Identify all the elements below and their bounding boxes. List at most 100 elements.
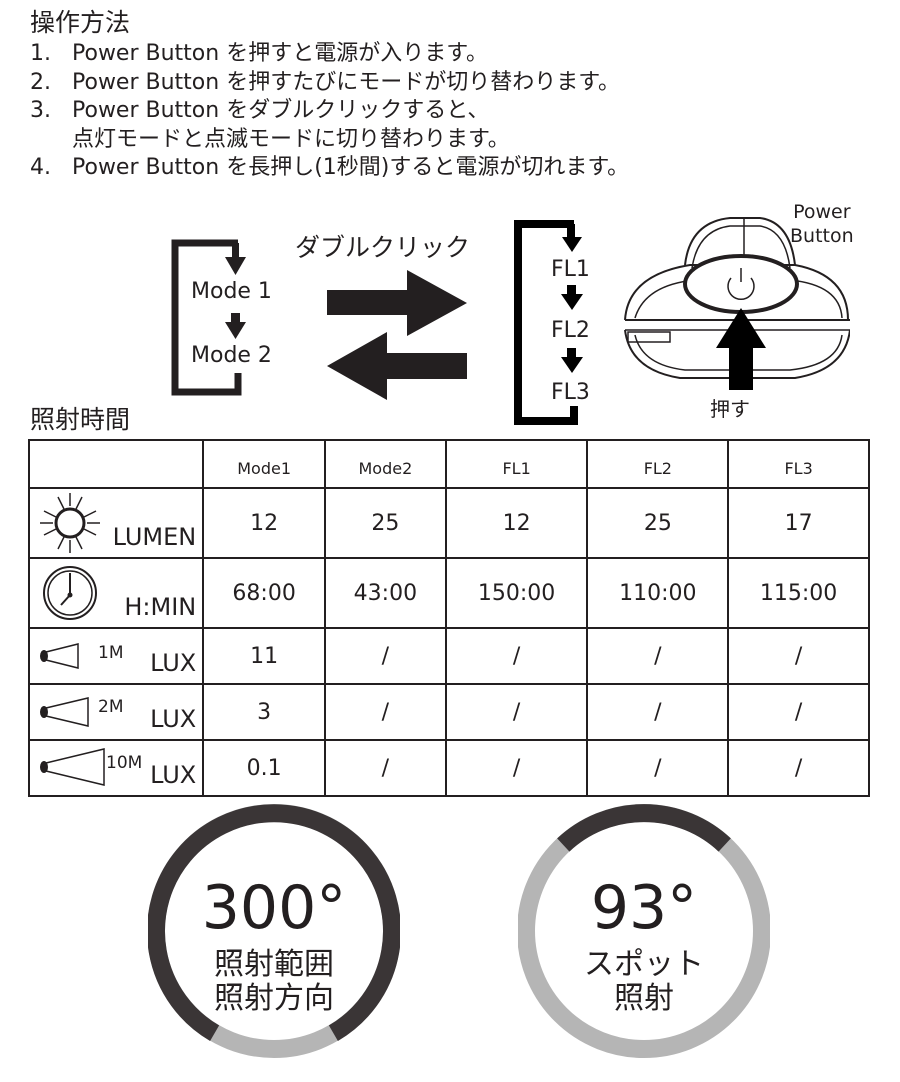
gauge-value: 93°	[590, 873, 698, 943]
header-cell: Mode2	[324, 439, 447, 489]
instructions-title: 操作方法	[30, 8, 131, 37]
beam-1m-icon	[40, 643, 79, 669]
mode-2-label: Mode 2	[191, 343, 272, 368]
row-label-cell: 1M LUX	[27, 627, 205, 685]
arrow-down-icon	[562, 237, 582, 252]
distance-label: 1M	[98, 643, 124, 663]
distance-label: 10M	[106, 753, 143, 773]
arc-93-icon	[518, 804, 770, 1058]
step-4: 4. Power Button を長押し(1秒間)すると電源が切れます。	[30, 154, 629, 183]
gauge-caption-line2: 照射	[614, 981, 674, 1016]
step-3-continuation: 点灯モードと点滅モードに切り替わります。	[72, 126, 510, 152]
gauge-caption-line1: スポット	[584, 947, 704, 982]
arrow-down-icon	[561, 357, 583, 373]
table-row-lumen: LUMEN 12 25 12 25 17	[27, 487, 870, 559]
row-label: LUX	[150, 761, 197, 789]
table-row-lux-1m: 1M LUX 11 / / / /	[27, 627, 870, 685]
table-cell: 150:00	[444, 557, 589, 629]
step-text: Power Button をダブルクリックすると、	[72, 98, 490, 123]
step-number: 2.	[30, 69, 51, 95]
runtime-table: Mode1 Mode2 FL1 FL2 FL3 LUMEN	[27, 439, 870, 797]
table-cell: /	[586, 683, 730, 741]
step-3: 3. Power Button をダブルクリックすると、	[30, 97, 629, 126]
instruction-steps: 1. Power Button を押すと電源が入ります。 2. Power Bu…	[30, 40, 629, 183]
power-button-label-line1: Power	[793, 201, 851, 223]
table-cell: /	[444, 683, 589, 741]
table-cell: 12	[444, 487, 589, 559]
row-label: LUX	[150, 705, 197, 733]
table-cell: 25	[324, 487, 447, 559]
table-cell: 110:00	[586, 557, 730, 629]
toggle-arrows-icon	[327, 270, 467, 400]
step-2: 2. Power Button を押すたびにモードが切り替わります。	[30, 69, 629, 98]
double-click-label: ダブルクリック	[295, 233, 471, 262]
step-number: 3.	[30, 98, 51, 123]
header-cell	[27, 439, 205, 489]
press-arrow-up-icon	[716, 308, 766, 390]
distance-label: 2M	[98, 697, 124, 717]
table-cell: 11	[202, 627, 326, 685]
step-1: 1. Power Button を押すと電源が入ります。	[30, 40, 629, 69]
table-cell: /	[324, 627, 447, 685]
sun-icon	[40, 493, 100, 553]
press-label: 押す	[710, 397, 750, 421]
table-cell: /	[727, 683, 870, 741]
step-number: 1.	[30, 41, 51, 66]
row-label: H:MIN	[124, 593, 197, 621]
table-cell: /	[586, 627, 730, 685]
arrow-left-icon	[327, 332, 467, 400]
table-cell: 3	[202, 683, 326, 741]
arrow-down-icon	[225, 257, 246, 275]
table-cell: /	[444, 739, 589, 797]
runtime-section-title: 照射時間	[30, 405, 131, 434]
table-cell: 115:00	[727, 557, 870, 629]
mode-1-label: Mode 1	[191, 279, 272, 304]
arc-300-icon	[148, 804, 400, 1058]
table-cell: 43:00	[324, 557, 447, 629]
power-button-label: Power Button	[790, 200, 854, 248]
table-cell: /	[444, 627, 589, 685]
fl3-label: FL3	[551, 380, 590, 405]
fl2-label: FL2	[551, 318, 590, 343]
power-button-label-line2: Button	[790, 225, 854, 247]
device-illustration	[624, 217, 850, 390]
beam-angle-gauge-spot: 93° スポット 照射	[518, 800, 770, 1062]
arrow-right-icon	[327, 270, 467, 336]
clock-icon	[43, 566, 97, 620]
row-label: LUMEN	[112, 523, 197, 551]
table-cell: 17	[727, 487, 870, 559]
row-label-cell: LUMEN	[27, 487, 205, 559]
row-label: LUX	[150, 649, 197, 677]
beam-2m-icon	[40, 697, 89, 727]
table-row-runtime: H:MIN 68:00 43:00 150:00 110:00 115:00	[27, 557, 870, 629]
header-cell: FL1	[444, 439, 589, 489]
table-cell: /	[586, 739, 730, 797]
arrow-down-icon	[561, 294, 583, 310]
table-cell: 68:00	[202, 557, 326, 629]
table-cell: 12	[202, 487, 326, 559]
step-text: Power Button を長押し(1秒間)すると電源が切れます。	[72, 155, 630, 180]
beam-10m-icon	[40, 748, 105, 786]
table-cell: /	[324, 739, 447, 797]
arrow-down-icon	[225, 322, 246, 339]
power-icon	[727, 268, 755, 301]
header-cell: FL3	[727, 439, 870, 489]
table-cell: /	[324, 683, 447, 741]
gauge-caption-line2: 照射方向	[214, 981, 334, 1016]
row-label-cell: 2M LUX	[27, 683, 205, 741]
fl1-label: FL1	[551, 257, 590, 282]
gauge-caption-line1: 照射範囲	[214, 947, 334, 982]
header-cell: Mode1	[202, 439, 326, 489]
step-text: Power Button を押すと電源が入ります。	[72, 41, 488, 66]
table-cell: 0.1	[202, 739, 326, 797]
flash-cycle-bracket-icon	[514, 220, 583, 425]
mode-cycle-bracket-icon	[171, 239, 246, 396]
row-label-cell: 10M LUX	[27, 739, 205, 797]
row-label-cell: H:MIN	[27, 557, 205, 629]
table-cell: /	[727, 739, 870, 797]
table-header-row: Mode1 Mode2 FL1 FL2 FL3	[27, 439, 870, 489]
table-row-lux-2m: 2M LUX 3 / / / /	[27, 683, 870, 741]
table-cell: /	[727, 627, 870, 685]
beam-angle-gauge-wide: 300° 照射範囲 照射方向	[148, 800, 400, 1062]
step-text: Power Button を押すたびにモードが切り替わります。	[72, 69, 620, 95]
